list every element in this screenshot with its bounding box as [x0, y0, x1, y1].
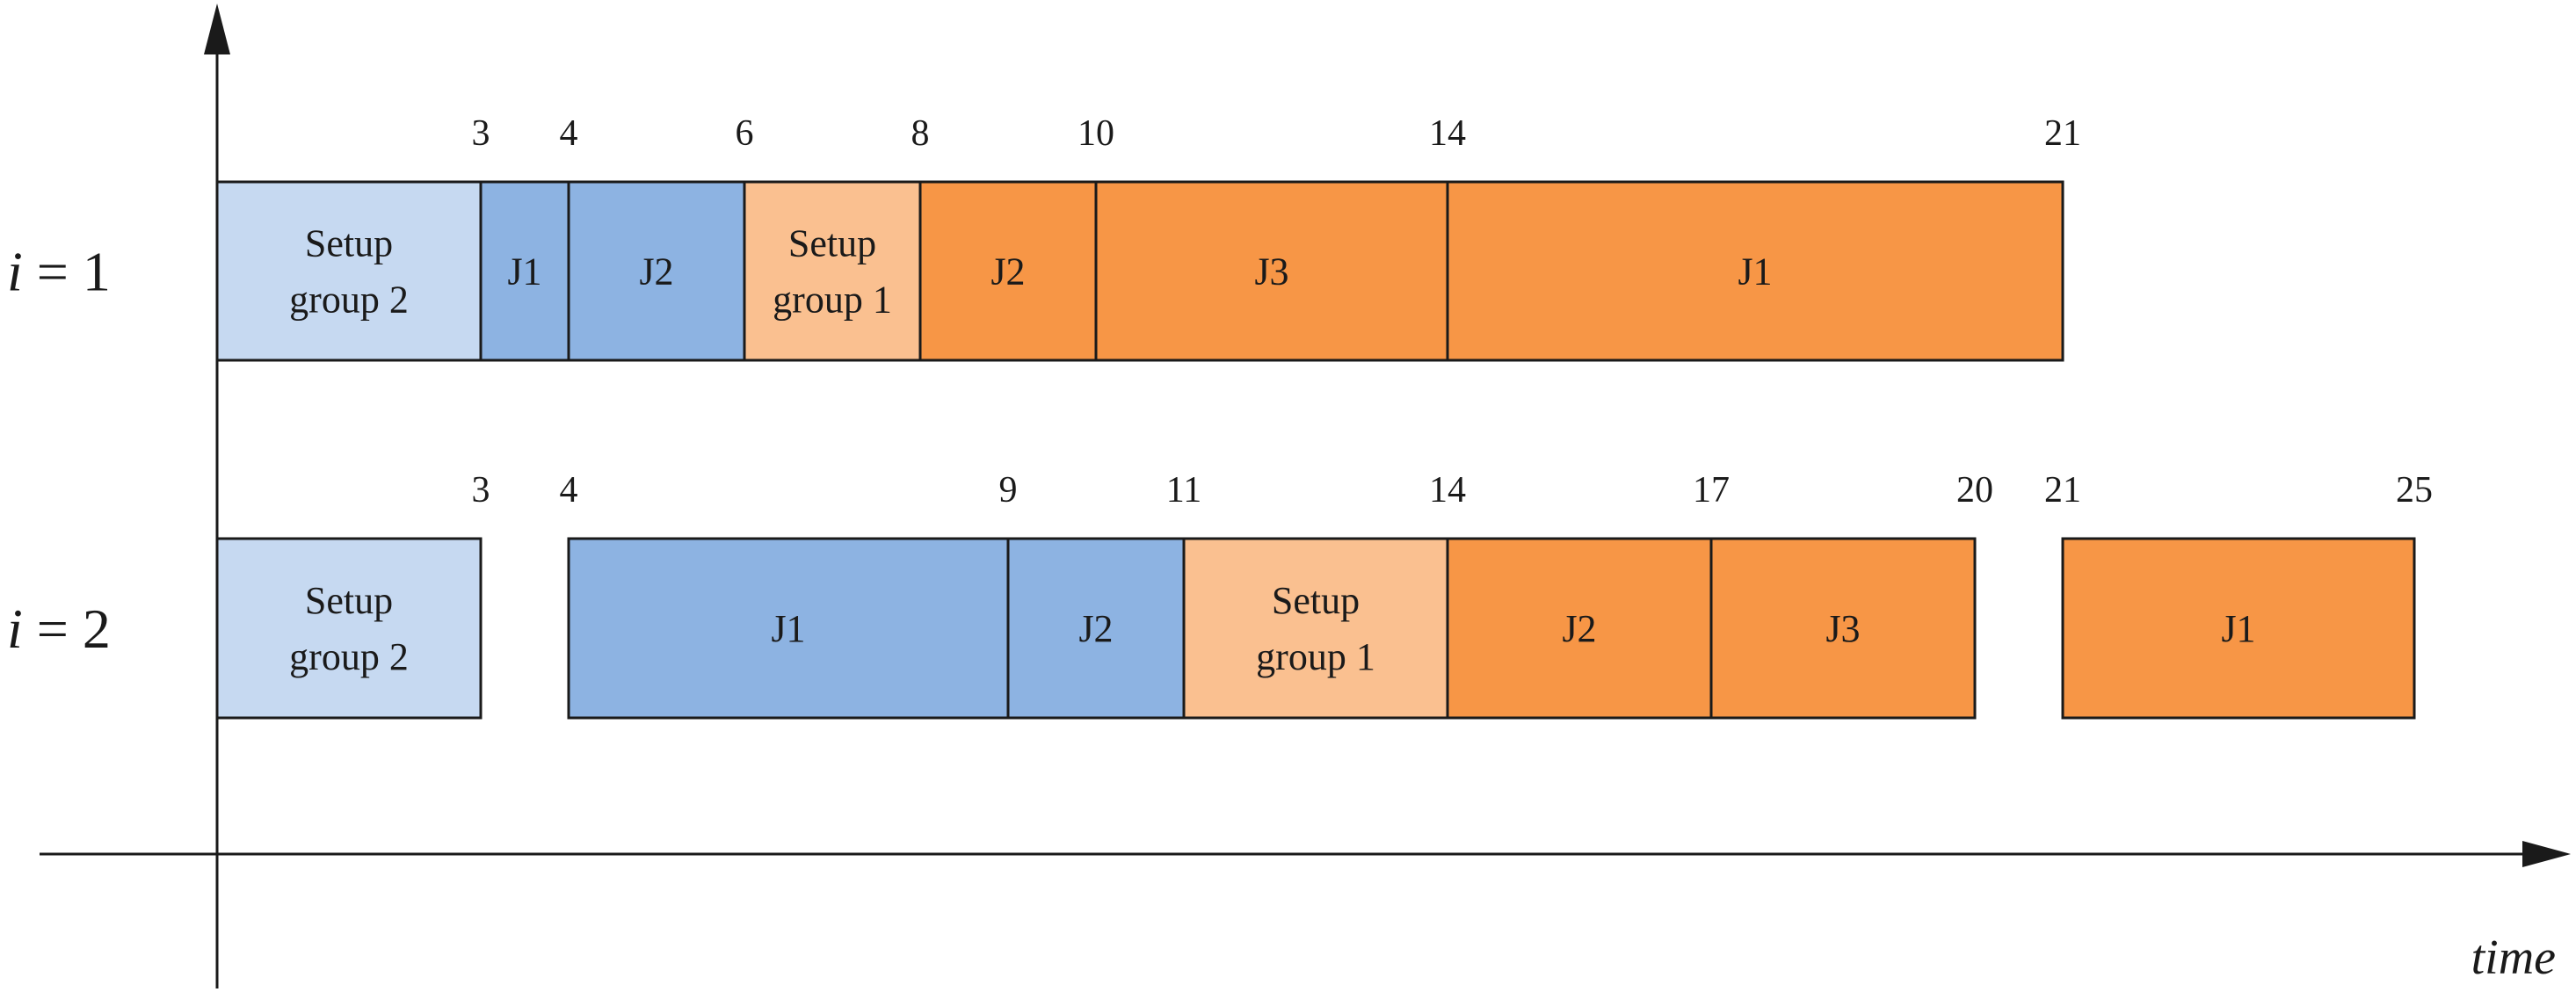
time-tick-label: 17: [1693, 470, 1730, 510]
task-label: group 1: [1256, 635, 1375, 678]
task-label: Setup: [305, 222, 393, 265]
task-block: [215, 537, 483, 720]
task-label: J1: [771, 607, 805, 650]
time-axis-label: time: [2471, 930, 2556, 985]
task-block: [1094, 180, 1449, 362]
vertical-axis-arrowhead: [204, 4, 230, 54]
time-tick-label: 14: [1429, 113, 1466, 154]
time-tick-label: 25: [2396, 470, 2433, 510]
task-label: Setup: [1272, 579, 1360, 622]
task-block: [1182, 537, 1449, 720]
task-label: group 2: [289, 279, 409, 322]
time-tick-label: 10: [1078, 113, 1114, 154]
task-label: J1: [2221, 607, 2255, 650]
task-block: [567, 537, 1010, 720]
schedule-row-2: i = 2 Setup group 2 J1 J2 Setup group 1 J2 J3 J1 3…: [7, 470, 2433, 720]
time-tick-label: 6: [736, 113, 754, 154]
task-label: J2: [1078, 607, 1113, 650]
task-block: [743, 180, 922, 362]
task-label: group 1: [773, 279, 892, 322]
time-tick-label: 14: [1429, 470, 1466, 510]
task-label: group 2: [289, 635, 409, 678]
task-block: [2061, 537, 2416, 720]
task-block: [918, 180, 1098, 362]
schedule-row-1: i = 1 Setup group 2 J1 J2 Setup group 1 J2 J3 J1 3…: [7, 113, 2081, 362]
task-block: [1446, 537, 1713, 720]
task-block: [479, 180, 570, 362]
row-label: i = 2: [7, 597, 111, 660]
task-label: J2: [1562, 607, 1596, 650]
row-label: i = 1: [7, 241, 111, 303]
task-label: J3: [1825, 607, 1860, 650]
time-tick-label: 21: [2044, 470, 2081, 510]
task-label: J3: [1254, 250, 1288, 293]
task-block: [215, 180, 483, 362]
task-block: [567, 180, 746, 362]
time-tick-label: 4: [560, 470, 578, 510]
time-tick-label: 3: [472, 470, 490, 510]
task-label: J1: [507, 250, 541, 293]
task-label: Setup: [788, 222, 876, 265]
task-block: [1006, 537, 1186, 720]
time-tick-label: 20: [1956, 470, 1993, 510]
time-tick-label: 4: [560, 113, 578, 154]
task-block: [1446, 180, 2064, 362]
time-tick-label: 21: [2044, 113, 2081, 154]
time-tick-label: 9: [999, 470, 1018, 510]
time-tick-label: 3: [472, 113, 490, 154]
task-label: J2: [990, 250, 1025, 293]
task-label: J2: [639, 250, 673, 293]
time-axis-arrowhead: [2522, 841, 2571, 867]
task-label: J1: [1738, 250, 1772, 293]
time-tick-label: 8: [911, 113, 930, 154]
task-label: Setup: [305, 579, 393, 622]
time-tick-label: 11: [1166, 470, 1201, 510]
task-block: [1709, 537, 1977, 720]
